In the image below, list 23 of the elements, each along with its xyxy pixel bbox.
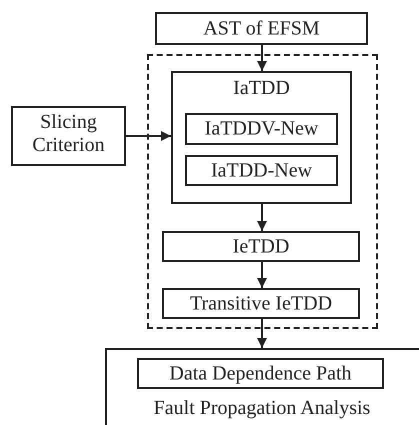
process-box xyxy=(185,155,338,186)
process-box xyxy=(185,113,338,145)
process-box xyxy=(162,288,360,319)
arrow xyxy=(126,131,171,141)
process-box xyxy=(162,231,360,262)
node-label: IaTDDV-New xyxy=(204,118,320,140)
process-box xyxy=(137,358,384,389)
dashed-group-box xyxy=(147,54,378,329)
arrow xyxy=(257,45,267,71)
node-label: IeTDD xyxy=(232,235,290,258)
input-box xyxy=(11,106,126,166)
arrow xyxy=(257,262,267,288)
node-label: Slicing Criterion xyxy=(31,111,106,157)
node-label: IaTDD-New xyxy=(210,159,314,182)
process-box xyxy=(155,12,368,45)
node-label: AST of EFSM xyxy=(202,17,321,40)
process-box xyxy=(171,71,352,204)
arrow xyxy=(257,204,267,231)
node-label: Transitive IeTDD xyxy=(188,292,334,315)
node-label: Fault Propagation Analysis xyxy=(152,397,372,420)
node-label: IaTDD xyxy=(232,77,291,100)
node-label: Data Dependence Path xyxy=(168,362,353,385)
arrow xyxy=(257,319,267,348)
